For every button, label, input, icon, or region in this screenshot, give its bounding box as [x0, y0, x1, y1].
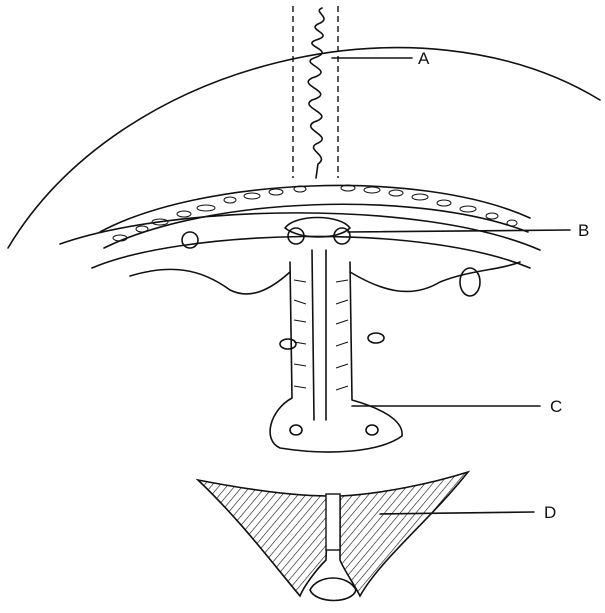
label-d: D: [544, 503, 556, 522]
tentorium-notch: [310, 578, 356, 601]
skull-inner-table: [104, 204, 528, 248]
falx-small-vessels: [280, 333, 384, 435]
tentorium-right: [340, 472, 468, 596]
cortical-vein: [460, 268, 480, 296]
dura-inner-layer: [92, 236, 530, 268]
sagittal-suture: [308, 8, 324, 178]
tentorium-left: [198, 480, 328, 596]
falx-cerebri: [270, 262, 402, 452]
cortex-right: [350, 262, 520, 291]
tentorium-center-gap: [326, 494, 340, 550]
label-c: C: [550, 397, 562, 416]
label-b: B: [578, 221, 589, 240]
falx-striations: [294, 280, 348, 390]
falx-central-vessel: [312, 250, 326, 420]
cortex-left: [130, 269, 290, 294]
label-a: A: [418, 49, 430, 68]
superior-sagittal-sinus: [285, 218, 350, 238]
leader-b: [348, 230, 570, 232]
